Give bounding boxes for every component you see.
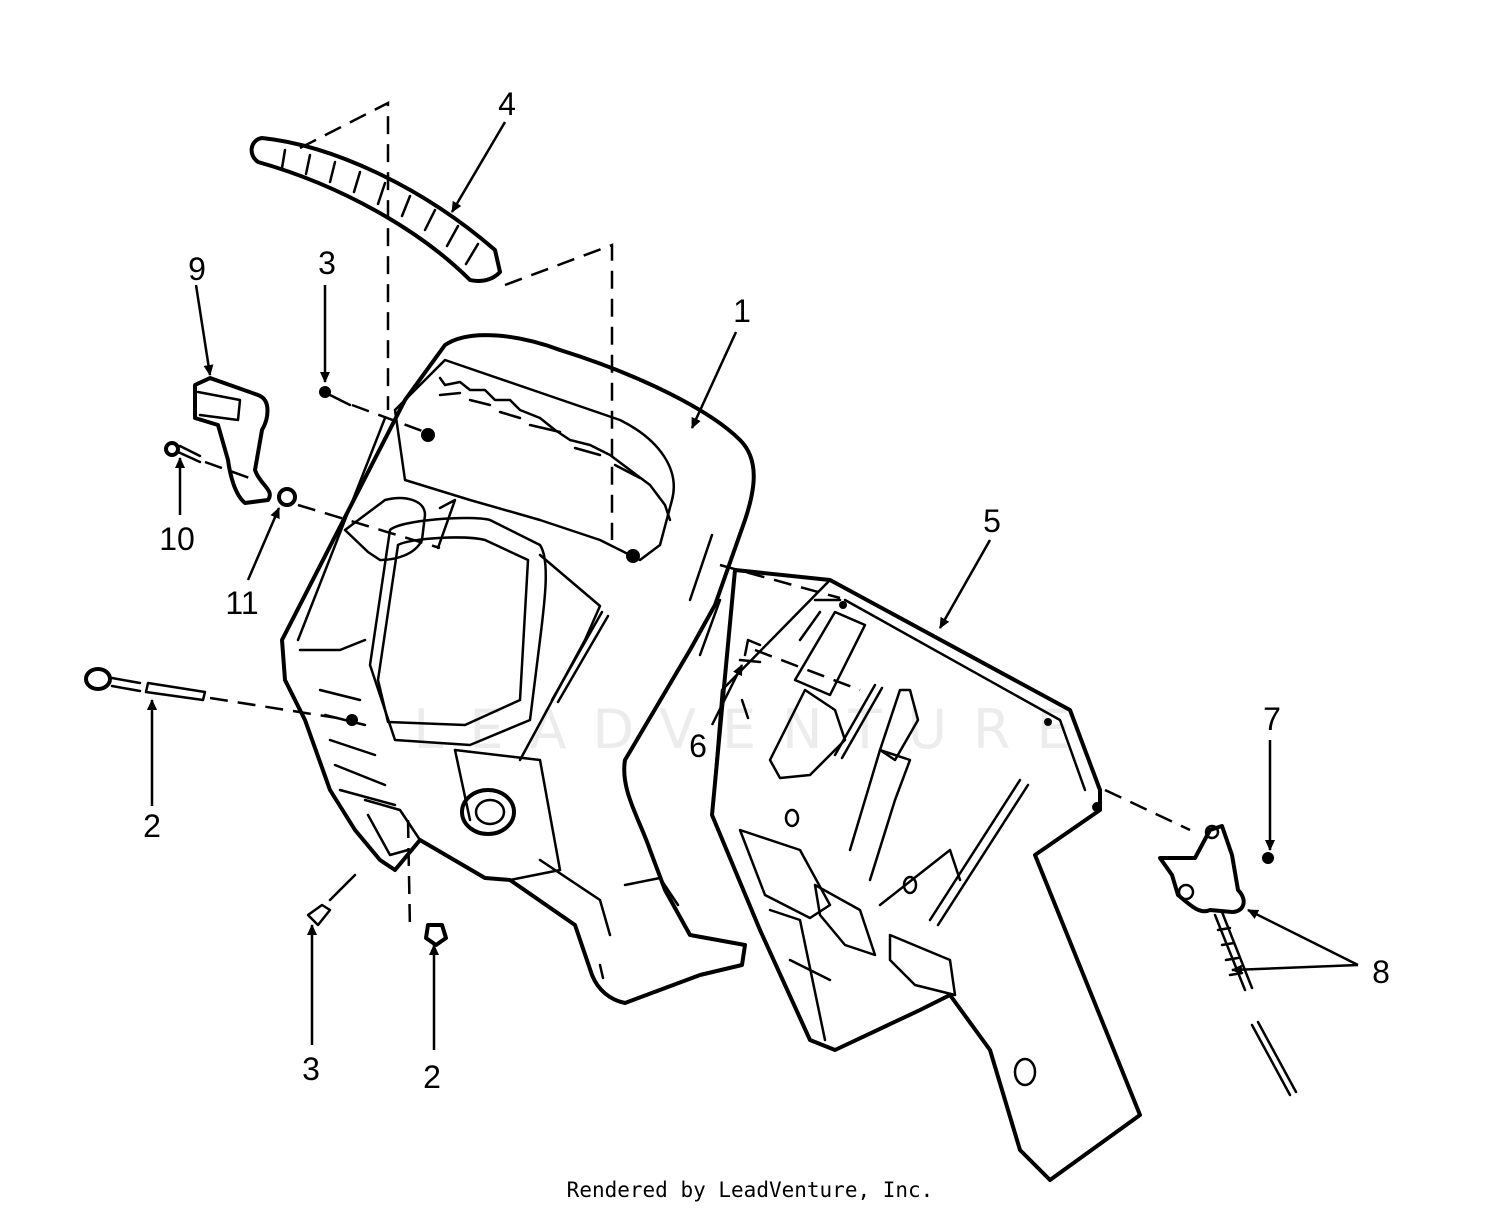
callout-3-bottom: 3 [302,1051,320,1087]
trim-strip-part-4 [249,100,614,540]
leader-lines [147,121,1359,1050]
watermark-text: LEADVENTURE [413,698,1096,761]
screw-part-10 [164,441,256,482]
callout-2-bottom: 2 [423,1059,441,1095]
dash-panel-part-1 [280,333,756,1005]
callout-5: 5 [983,503,1001,539]
callout-8: 8 [1372,954,1390,990]
callout-6: 6 [689,728,707,764]
callout-10: 10 [159,521,195,557]
callout-3-top: 3 [318,245,336,281]
washer-part-11 [277,487,441,550]
rod-part-6 [738,638,861,720]
callout-2-left: 2 [143,808,161,844]
pivot-bracket-part-7-8 [1158,824,1298,1097]
screw-part-3-bottom [306,873,357,927]
nut-part-2-bottom [406,819,448,947]
bracket-part-9 [193,376,272,505]
footer-credit: Rendered by LeadVenture, Inc. [566,1178,934,1202]
callout-1: 1 [733,293,751,329]
screw-part-3-top [319,386,426,434]
callout-9: 9 [188,251,206,287]
rod-part-2-left [84,667,358,726]
callout-11: 11 [225,585,258,621]
callout-4: 4 [498,86,516,122]
callout-7: 7 [1263,701,1281,737]
console-frame-part-5 [710,563,1191,1182]
